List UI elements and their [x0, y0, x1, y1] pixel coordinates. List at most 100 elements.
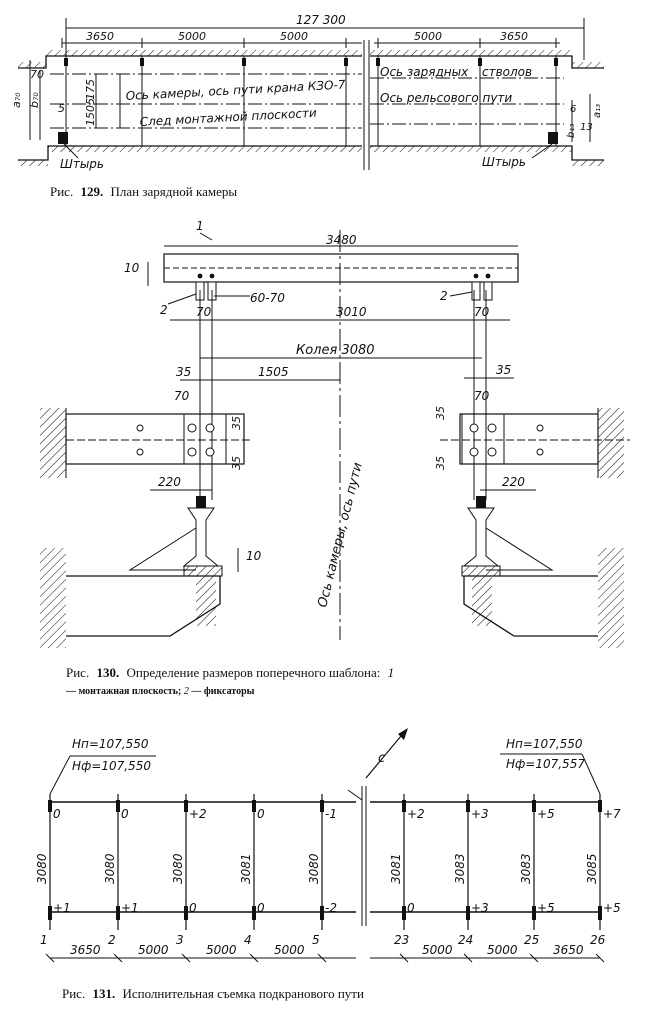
station-marker — [598, 906, 602, 920]
north-arrow-line — [365, 729, 407, 779]
station-marker — [598, 800, 602, 812]
leader-line — [449, 291, 473, 297]
gauge-value: 3080 — [103, 853, 117, 884]
gauge-value: 3083 — [453, 853, 467, 884]
point-number: 23 — [394, 933, 409, 947]
fixator-right — [471, 273, 493, 301]
fixator-left — [195, 273, 217, 301]
dim-total: 127 300 — [296, 13, 346, 27]
beam-right-section — [463, 575, 598, 637]
bottom-mark: +5 — [603, 901, 621, 915]
gauge-value: 3080 — [171, 853, 185, 884]
point-number: 1 — [40, 933, 48, 947]
station-marker — [184, 906, 188, 920]
station-marker — [252, 906, 256, 920]
dim-3010: 3010 — [336, 305, 367, 319]
rail-right — [462, 507, 500, 567]
wall-right-section — [598, 548, 624, 648]
base-right — [461, 565, 501, 577]
caption-129: Рис. 129. План зарядной камеры — [50, 184, 237, 199]
station-marker — [320, 800, 324, 812]
wall-hatch — [18, 160, 48, 166]
caption-prefix: Рис. — [50, 184, 73, 199]
caption-item-2: 2 — [184, 686, 189, 697]
figure-130: 1 3480 10 2 2 60-70 70 3010 70 — [40, 219, 630, 697]
station-marker — [184, 800, 188, 812]
leader-line — [199, 232, 213, 241]
station-marks — [65, 56, 557, 146]
station-marker — [252, 800, 256, 812]
dim-70-a: 70 — [196, 305, 212, 319]
caption-text: Исполнительная съемка подкранового пути — [122, 986, 363, 1001]
caption-prefix: Рис. — [62, 986, 85, 1001]
bottom-mark: +3 — [471, 901, 489, 915]
point-number: 2 — [108, 933, 116, 947]
anchor-bolts — [58, 58, 558, 144]
dim-ticks — [61, 38, 557, 48]
bracket-left — [128, 527, 197, 571]
caption-130-line2: — монтажная плоскость; 2 — фиксаторы — [65, 686, 255, 697]
station-marker — [402, 906, 406, 920]
gauge-value: 3081 — [389, 853, 403, 884]
dim-6: 6 — [570, 104, 576, 115]
label-crane-axis: Ось камеры, ось пути крана КЗО-7 — [125, 77, 346, 103]
station-marker — [320, 906, 324, 920]
point-number: 3 — [176, 933, 184, 947]
north-label: с — [378, 751, 385, 766]
gauge-value: 3085 — [585, 853, 599, 884]
leader-line — [531, 143, 553, 159]
point-number: 24 — [458, 933, 473, 947]
top-mark: +2 — [189, 807, 207, 821]
dim-70: 70 — [30, 68, 44, 81]
caption-prefix: Рис. — [66, 665, 89, 680]
rail-head-left — [196, 496, 206, 508]
top-mark: 0 — [121, 807, 129, 821]
dim-tick — [529, 953, 539, 963]
gauge-value: 3080 — [307, 853, 321, 884]
station-marker — [48, 906, 52, 920]
dim-gauge: Колея 3080 — [296, 343, 375, 358]
station-marker — [402, 800, 406, 812]
hn-left: Hп=107,550 — [72, 737, 149, 751]
wall-hatch — [46, 50, 362, 56]
caption-item-1: 1 — [388, 665, 395, 680]
top-mark: +3 — [471, 807, 489, 821]
dim-220-b: 220 — [502, 475, 525, 489]
caption-130: Рис. 130. Определение размеров поперечно… — [66, 665, 394, 680]
bottom-mark: 0 — [189, 901, 197, 915]
dim-5: 5 — [58, 102, 65, 115]
point-number: 5 — [312, 933, 320, 947]
label-mount-trace: След монтажной плоскости — [139, 106, 317, 129]
dim-tick — [399, 953, 409, 963]
label-2-left: 2 — [160, 303, 168, 317]
point-number: 25 — [524, 933, 539, 947]
dim-35-a: 35 — [176, 365, 191, 379]
bottom-mark: +1 — [121, 901, 139, 915]
span-dimension: 5000 — [422, 943, 453, 957]
dim-70-c: 70 — [174, 389, 190, 403]
hn-right: Hп=107,550 — [506, 737, 583, 751]
bracket-right — [485, 527, 554, 571]
dim-tick — [113, 953, 123, 963]
wall-hatch — [370, 146, 572, 152]
dim-b70: b₇₀ — [28, 92, 41, 108]
label-pin-left: Штырь — [60, 157, 104, 171]
dim-13: 13 — [580, 122, 593, 133]
label-charging-axis: Ось зарядных — [380, 65, 469, 79]
dim-tick — [181, 953, 191, 963]
dim-tick — [463, 953, 473, 963]
beam-left-plan — [65, 413, 245, 465]
span-dimension: 3650 — [70, 943, 101, 957]
wall-left — [40, 408, 66, 478]
dim-5000-c: 5000 — [414, 30, 442, 43]
span-dimension: 5000 — [138, 943, 169, 957]
span-dimension: 5000 — [206, 943, 237, 957]
wall-hatch — [572, 160, 604, 166]
station-marker — [466, 800, 470, 812]
base-left — [183, 565, 223, 577]
dim-1-label: 1 — [196, 219, 204, 233]
wall-hatch — [18, 62, 46, 68]
dim-3480: 3480 — [326, 233, 357, 247]
dim-1505: 1505 — [84, 98, 97, 126]
station-marker — [116, 800, 120, 812]
